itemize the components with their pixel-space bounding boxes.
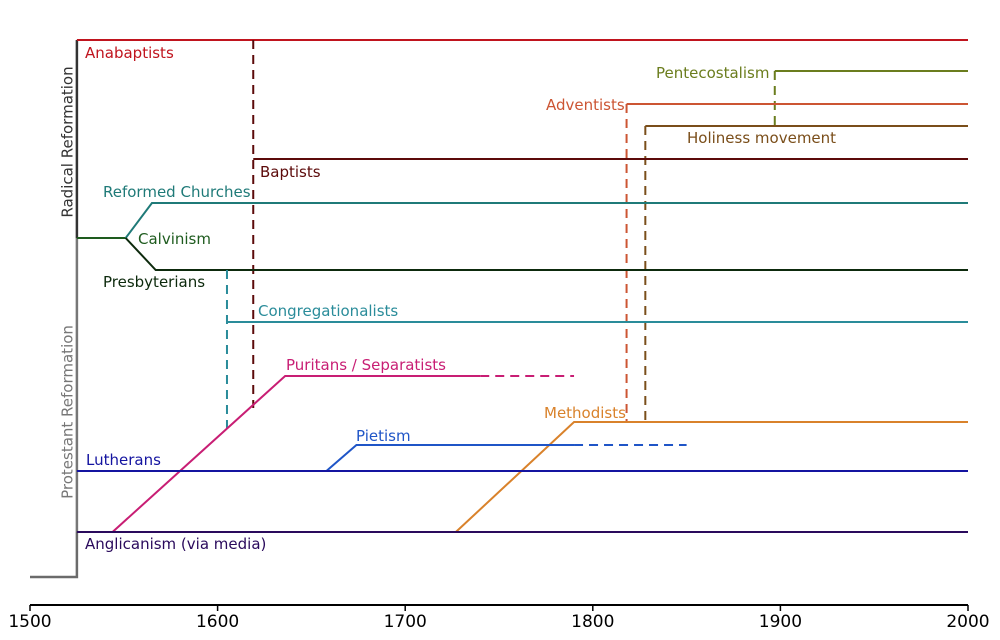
label-lutherans: Lutherans	[86, 451, 161, 469]
x-tick-label: 1900	[759, 612, 802, 632]
radical-reformation-label: Radical Reformation	[59, 66, 77, 217]
label-calvinism: Calvinism	[138, 230, 211, 248]
branch-lines	[30, 39, 968, 579]
label-holiness-movement: Holiness movement	[687, 129, 836, 147]
x-tick-label: 1700	[384, 612, 427, 632]
label-pietism: Pietism	[356, 427, 411, 445]
x-axis: 1500 1600 1700 1800 1900 2000	[8, 604, 990, 632]
label-adventists: Adventists	[546, 96, 625, 114]
label-pentecostalism: Pentecostalism	[656, 64, 769, 82]
label-baptists: Baptists	[260, 163, 321, 181]
line-presbyterians	[124, 237, 968, 271]
line-pietism	[325, 444, 575, 472]
label-methodists: Methodists	[544, 404, 626, 422]
label-puritans-separatists: Puritans / Separatists	[286, 356, 446, 374]
x-tick-label: 1500	[8, 612, 51, 632]
line-reformed-churches	[124, 202, 968, 239]
branch-labels: AnabaptistsPentecostalismAdventistsHolin…	[59, 44, 837, 553]
trunk-root-line	[30, 532, 79, 579]
x-tick-label: 1800	[571, 612, 614, 632]
protestant-reformation-label: Protestant Reformation	[59, 325, 77, 499]
line-puritans	[111, 375, 481, 533]
x-tick-label: 2000	[946, 612, 989, 632]
x-tick-label: 1600	[196, 612, 239, 632]
label-presbyterians: Presbyterians	[103, 273, 205, 291]
label-anabaptists: Anabaptists	[85, 44, 174, 62]
label-reformed-churches: Reformed Churches	[103, 183, 251, 201]
label-congregationalists: Congregationalists	[258, 302, 398, 320]
label-anglicanism-via-media: Anglicanism (via media)	[85, 535, 266, 553]
line-methodists	[455, 421, 968, 533]
